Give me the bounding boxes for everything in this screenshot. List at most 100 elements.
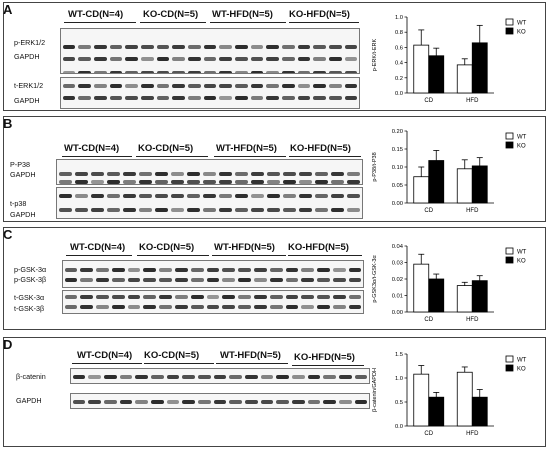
blot-band <box>219 57 232 61</box>
blot-band <box>219 208 233 212</box>
panel-label: B <box>3 116 13 131</box>
blot-band <box>62 45 76 49</box>
blot-band <box>187 71 201 73</box>
blot-band <box>222 305 236 309</box>
blot-band <box>266 96 280 100</box>
blot-band <box>109 57 123 61</box>
group-label-wt-hfd: WT-HFD(N=5) <box>212 9 273 20</box>
blot-band <box>90 172 104 176</box>
blot-band <box>159 305 173 309</box>
blot-band <box>219 45 232 49</box>
blot-band <box>203 84 217 88</box>
blot-band <box>78 45 91 49</box>
legend-swatch <box>505 364 514 372</box>
blot-band <box>74 180 88 184</box>
blot-band <box>251 194 265 198</box>
blot-band <box>58 180 72 184</box>
blot-band <box>190 295 204 299</box>
blot-band <box>166 400 180 404</box>
blot-band <box>250 45 264 49</box>
group-label-wt-hfd: WT-HFD(N=5) <box>220 350 281 361</box>
y-tick-label: 0.2 <box>395 76 403 82</box>
blot-band <box>172 57 185 61</box>
blot-band <box>172 45 185 49</box>
blot-label: t-GSK-3α <box>14 293 45 302</box>
blot-band <box>111 278 125 282</box>
blot-label: GAPDH <box>14 96 40 105</box>
blot-band <box>109 45 123 49</box>
blot-band <box>122 208 136 212</box>
blot-band <box>313 57 327 61</box>
blot-band <box>74 194 88 198</box>
blot-band <box>250 84 264 88</box>
blot-band <box>90 208 104 212</box>
blot-band <box>266 57 280 61</box>
blot-band <box>283 172 297 176</box>
legend-label: WT <box>517 250 527 256</box>
blot-band <box>354 375 368 379</box>
blot-band <box>266 84 280 88</box>
blot-band <box>219 172 233 176</box>
blot-band <box>331 180 345 184</box>
legend-swatch <box>505 355 514 363</box>
group-label-wt-cd: WT-CD(N=4) <box>64 143 120 154</box>
blot-band <box>348 295 362 299</box>
bar-wt-cd <box>413 176 430 204</box>
blot-band <box>329 71 342 73</box>
y-tick-label: 0.4 <box>395 61 404 67</box>
blot-band <box>313 45 327 49</box>
blot-band <box>250 71 264 73</box>
blot-band <box>251 180 265 184</box>
blot-band <box>250 57 264 61</box>
blot-band <box>154 172 168 176</box>
blot-band <box>253 268 267 272</box>
blot-band <box>347 208 361 212</box>
blot-band <box>206 278 220 282</box>
blot-band <box>170 208 184 212</box>
group-bracket <box>64 22 136 23</box>
blot-band <box>235 45 248 49</box>
group-label-wt-hfd: WT-HFD(N=5) <box>214 242 275 253</box>
western-blot-image <box>60 28 360 74</box>
blot-band <box>80 268 94 272</box>
bar-wt-hfd <box>456 64 473 94</box>
blot-band <box>229 375 242 379</box>
y-axis-label: p-ERK/t-ERK <box>372 38 378 71</box>
blot-band <box>332 278 346 282</box>
blot-band <box>282 84 295 88</box>
blot-band <box>202 194 217 198</box>
legend-label: KO <box>517 259 526 265</box>
y-axis-label: β-catenin/GAPDH <box>372 368 378 412</box>
blot-band <box>245 400 258 404</box>
blot-band <box>282 57 295 61</box>
blot-band <box>135 400 148 404</box>
y-tick-label: 0.15 <box>392 147 403 153</box>
blot-band <box>266 45 280 49</box>
blot-band <box>58 194 72 198</box>
blot-band <box>78 57 91 61</box>
blot-band <box>140 96 154 100</box>
blot-band <box>297 71 311 73</box>
group-bracket <box>292 365 364 366</box>
blot-band <box>235 208 249 212</box>
group-bracket <box>72 363 142 364</box>
x-tick-label: HFD <box>466 431 479 437</box>
blot-band <box>127 305 141 309</box>
western-blot-image <box>56 159 363 185</box>
x-tick-label: HFD <box>466 317 479 323</box>
blot-band <box>313 71 327 73</box>
x-tick-label: CD <box>424 98 433 104</box>
blot-band <box>222 278 236 282</box>
blot-band <box>266 71 280 73</box>
blot-band <box>332 305 346 309</box>
blot-band <box>301 278 315 282</box>
blot-band <box>187 84 201 88</box>
blot-band <box>143 268 157 272</box>
blot-label: p-ERK1/2 <box>14 38 46 47</box>
western-blot-image <box>60 77 360 109</box>
bar-ko-cd <box>428 396 445 427</box>
legend-swatch <box>505 27 514 35</box>
blot-band <box>235 57 248 61</box>
group-label-ko-cd: KO-CD(N=5) <box>139 242 195 253</box>
blot-band <box>172 96 185 100</box>
